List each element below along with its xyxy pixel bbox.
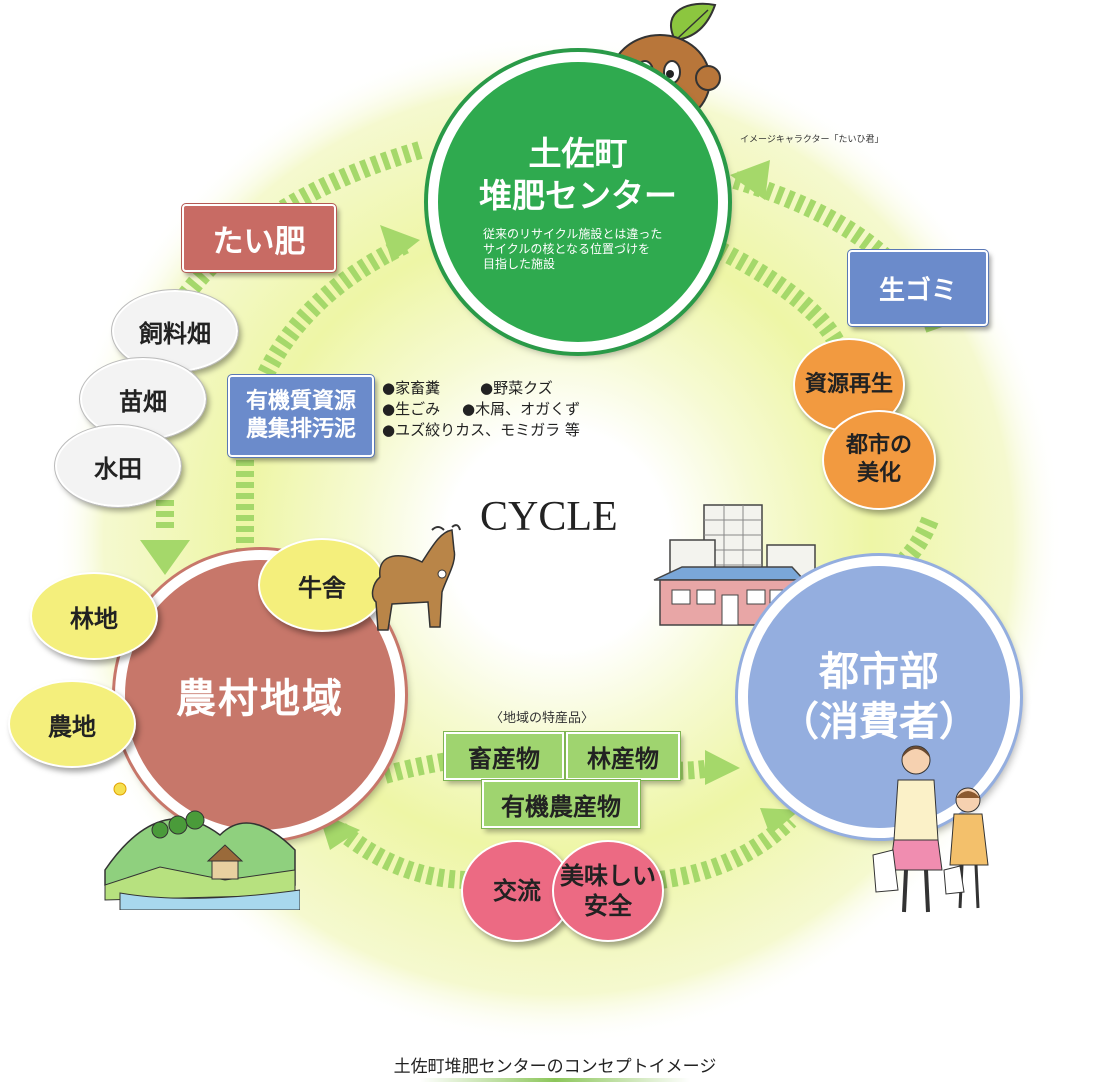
- arrow-head-bottom-right: [760, 808, 800, 835]
- character-note: イメージキャラクター「たいひ君」: [740, 135, 884, 145]
- center-subtitle: 従来のリサイクル施設とは違った サイクルの核となる位置づけを 目指した施設: [483, 227, 673, 272]
- garbage-label: 生ゴミ: [847, 249, 989, 327]
- center-subtitle-line1: 従来のリサイクル施設とは違った: [483, 226, 663, 241]
- organic-line1: 有機質資源: [245, 389, 356, 414]
- cow-icon: [371, 524, 461, 631]
- list-item: ●野菜クズ: [480, 379, 553, 397]
- city-beauty-bubble: 都市の 美化: [822, 410, 936, 510]
- urban-line1: 都市部: [819, 649, 939, 695]
- compost-label: たい肥: [181, 203, 337, 273]
- figure-caption: 土佐町堆肥センターのコンセプトイメージ: [393, 1057, 717, 1077]
- field-bubble-paddy: 水田: [54, 424, 182, 508]
- specialty-caption: 〈地域の特産品〉: [490, 711, 595, 726]
- tasty-line1: 美味しい: [560, 862, 656, 890]
- arrow-head-top-right: [730, 160, 770, 200]
- list-item: ●木屑、オガくず: [462, 400, 581, 418]
- organic-row-2: ●生ごみ ●木屑、オガくず: [382, 399, 580, 420]
- arrow-head-left-down: [140, 540, 190, 575]
- compost-center-circle: 土佐町 堆肥センター 従来のリサイクル施設とは違った サイクルの核となる位置づけ…: [428, 52, 728, 352]
- organic-resources-box: 有機質資源 農集排汚泥: [227, 374, 375, 458]
- cowshed-bubble: 牛舎: [258, 538, 386, 632]
- center-subtitle-line3: 目指した施設: [483, 256, 556, 271]
- cycle-label: CYCLE: [480, 494, 618, 540]
- center-subtitle-line2: サイクルの核となる位置づけを: [483, 241, 651, 256]
- arrowheads: [140, 160, 800, 850]
- arrow-head-products-right: [705, 750, 740, 785]
- shoppers-icon: [872, 745, 989, 913]
- urban-line2: （消費者）: [779, 699, 979, 745]
- tasty-safe-bubble: 美味しい 安全: [552, 840, 664, 942]
- list-item: ●ユズ絞りカス、モミガラ 等: [382, 421, 580, 439]
- exchange-text: 交流: [493, 877, 541, 905]
- product-organic: 有機農産物: [481, 779, 641, 829]
- forest-bubble: 林地: [30, 572, 158, 660]
- arrow-head-top-left: [380, 225, 420, 262]
- organic-line2: 農集排汚泥: [245, 417, 356, 442]
- city-beauty-line2: 美化: [856, 461, 901, 486]
- center-title-line2: 堆肥センター: [479, 175, 677, 215]
- tasty-line2: 安全: [584, 892, 632, 920]
- product-forestry: 林産物: [565, 731, 681, 781]
- center-title-line1: 土佐町: [528, 133, 628, 173]
- urban-area-circle: 都市部 （消費者）: [738, 556, 1020, 838]
- list-item: ●家畜糞: [382, 379, 441, 397]
- city-beauty-line1: 都市の: [845, 433, 912, 458]
- list-item: ●生ごみ: [382, 400, 441, 418]
- organic-resource-list: ●家畜糞 ●野菜クズ ●生ごみ ●木屑、オガくず ●ユズ絞りカス、モミガラ 等: [382, 378, 580, 441]
- recycle-text: 資源再生: [804, 372, 893, 397]
- rural-landscape-icon: [104, 782, 300, 910]
- caption-underline: [420, 1078, 690, 1082]
- product-livestock: 畜産物: [443, 731, 565, 781]
- organic-row-1: ●家畜糞 ●野菜クズ: [382, 378, 580, 399]
- rural-label: 農村地域: [176, 676, 344, 722]
- farmland-bubble: 農地: [8, 680, 136, 768]
- organic-row-3: ●ユズ絞りカス、モミガラ 等: [382, 420, 580, 441]
